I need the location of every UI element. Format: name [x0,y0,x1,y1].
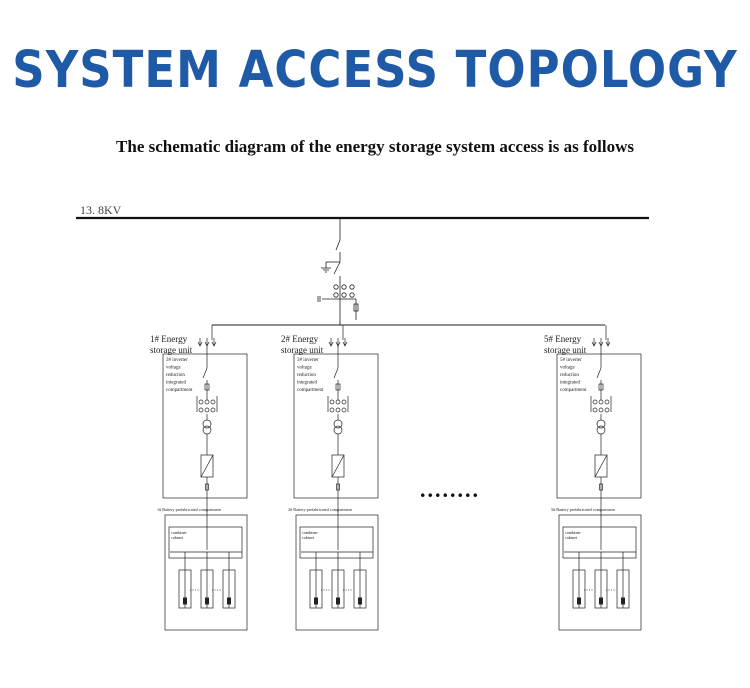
ct-symbol [204,399,210,405]
ct-symbol [204,407,210,413]
ct-symbol [604,399,610,405]
fuse [598,383,604,391]
switch-blade [333,367,339,379]
battery-cell [205,597,209,605]
fuse [204,383,210,391]
ct-symbol [592,399,598,405]
ct-symbol [210,407,216,413]
combiner-cabinet [168,526,243,559]
battery-cell [183,597,187,605]
compartment-text: reduction [297,373,316,378]
combiner-label: cabinet [171,535,184,540]
dc-fuse [336,483,340,491]
inverter-compartment [162,353,248,499]
combiner-cabinet [562,526,637,559]
battery-cell [314,597,318,605]
compartment-text: voltage [297,366,312,371]
pcs-diagonal [594,454,608,478]
combiner-label: combiner [302,530,318,535]
battery-cell [227,597,231,605]
compartment-text: reduction [560,373,579,378]
switch-blade [596,367,602,379]
inverter-compartment [293,353,379,499]
compartment-text: voltage [166,366,181,371]
fuse [335,383,341,391]
ct-symbol [592,407,598,413]
battery-label: 5# Battery prefabricated compartment [551,507,616,512]
transformer-coil [596,419,606,429]
ct-symbol [341,399,347,405]
ct-symbol [598,399,604,405]
compartment-text: reduction [166,373,185,378]
battery-compartment [295,514,379,631]
unit-name-line1: 2# Energy [281,334,319,344]
unit-name-line1: 5# Energy [544,334,582,344]
compartment-text: voltage [560,366,575,371]
dc-fuse [599,483,603,491]
unit-name-line2: storage unit [544,345,587,355]
more-units-ellipsis: ........ [420,477,480,502]
battery-label: 2# Battery prefabricated compartment [288,507,353,512]
battery-label: 1# Battery prefabricated compartment [157,507,222,512]
transformer-coil [202,425,212,435]
transformer-coil [596,425,606,435]
terminal-arrow [605,341,611,347]
pcs-diagonal [331,454,345,478]
compartment-text: 3# inverter [166,358,188,363]
compartment-text: integrated [166,381,186,386]
ct-symbol [604,407,610,413]
page-title: SYSTEM ACCESS TOPOLOGY [12,40,738,100]
page-subtitle: The schematic diagram of the energy stor… [116,137,634,156]
terminal-arrow [197,341,203,347]
battery-cell [358,597,362,605]
battery-cell [336,597,340,605]
bus-label: 13. 8KV [80,203,122,217]
terminal-arrow [342,341,348,347]
ct-symbol [335,399,341,405]
battery-cell [577,597,581,605]
battery-compartment [558,514,642,631]
compartment-text: integrated [560,381,580,386]
dc-fuse [205,483,209,491]
combiner-cabinet [299,526,374,559]
ct-symbol [598,407,604,413]
ct-symbol [198,399,204,405]
main-feeder [317,218,359,320]
ct-symbol [210,399,216,405]
ct-symbol [198,407,204,413]
combiner-label: cabinet [302,535,315,540]
ct-symbol [341,407,347,413]
terminal-arrow [591,341,597,347]
compartment-text: 5# inverter [560,358,582,363]
inverter-compartment [556,353,642,499]
compartment-text: integrated [297,381,317,386]
combiner-label: combiner [565,530,581,535]
compartment-text: 3# inverter [297,358,319,363]
combiner-label: cabinet [565,535,578,540]
compartment-text: compartment [297,388,324,393]
compartment-text: compartment [166,388,193,393]
ct-symbol [329,407,335,413]
unit-name-line2: storage unit [150,345,193,355]
terminal-arrow [328,341,334,347]
transformer-coil [333,419,343,429]
transformer-coil [333,425,343,435]
pcs-diagonal [200,454,214,478]
ct-symbol [335,407,341,413]
terminal-arrow [211,341,217,347]
ct-symbol [329,399,335,405]
compartment-text: compartment [560,388,587,393]
battery-cell [599,597,603,605]
combiner-label: combiner [171,530,187,535]
battery-cell [621,597,625,605]
transformer-coil [202,419,212,429]
unit-name-line2: storage unit [281,345,324,355]
switch-blade [202,367,208,379]
unit-name-line1: 1# Energy [150,334,188,344]
battery-compartment [164,514,248,631]
